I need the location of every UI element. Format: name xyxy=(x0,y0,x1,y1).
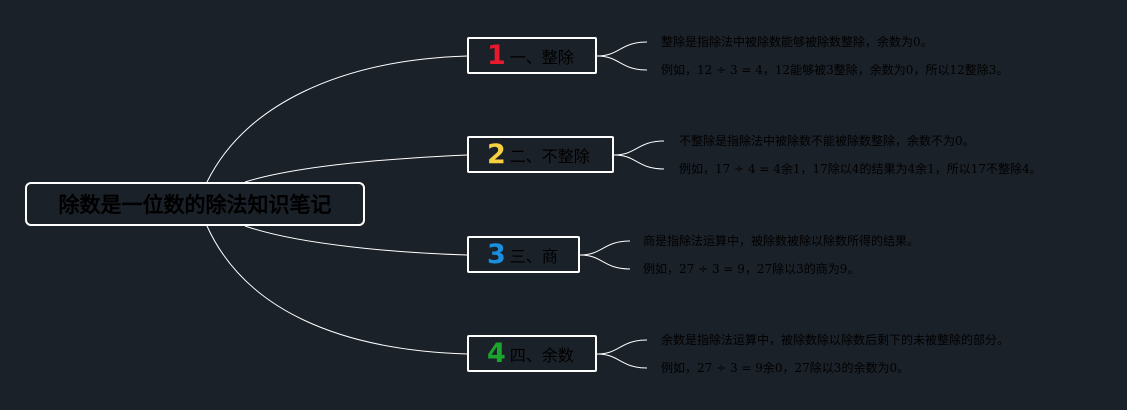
link-root-branch-3 xyxy=(244,225,468,256)
branch-topic-3[interactable]: 3 三、商 xyxy=(467,236,580,273)
detail-3-2[interactable]: 例如，27 ÷ 3 = 9，27除以3的商为9。 xyxy=(643,262,860,276)
detail-4-1[interactable]: 余数是指除法运算中，被除数除以除数后剩下的未被整除的部分。 xyxy=(661,333,1010,347)
root-topic-label: 除数是一位数的除法知识笔记 xyxy=(58,193,332,217)
branch-number-4: 4 xyxy=(487,338,506,369)
link-root-branch-2 xyxy=(244,154,468,183)
root-topic[interactable]: 除数是一位数的除法知识笔记 xyxy=(25,182,365,226)
link-root-branch-1 xyxy=(206,55,468,183)
detail-1-1[interactable]: 整除是指除法中被除数能够被除数整除，余数为0。 xyxy=(661,35,933,49)
link-branch-2-detail-1 xyxy=(613,140,665,156)
detail-3-1[interactable]: 商是指除法运算中，被除数被除以除数所得的结果。 xyxy=(643,234,920,248)
link-branch-1-detail-2 xyxy=(596,55,648,71)
branch-number-1: 1 xyxy=(487,40,506,71)
link-root-branch-4 xyxy=(206,225,468,355)
branch-label-4: 四、余数 xyxy=(509,345,574,365)
branch-number-3: 3 xyxy=(487,239,506,270)
detail-1-2[interactable]: 例如，12 ÷ 3 = 4，12能够被3整除，余数为0，所以12整除3。 xyxy=(661,63,1009,77)
branch-topic-4[interactable]: 4 四、余数 xyxy=(467,335,597,372)
link-branch-4-detail-2 xyxy=(596,353,648,369)
link-branch-3-detail-1 xyxy=(579,240,631,256)
branch-label-3: 三、商 xyxy=(509,246,558,266)
link-branch-4-detail-1 xyxy=(596,339,648,355)
branch-topic-1[interactable]: 1 一、整除 xyxy=(467,37,597,74)
branch-number-2: 2 xyxy=(487,139,506,170)
link-branch-1-detail-1 xyxy=(596,41,648,57)
detail-2-1[interactable]: 不整除是指除法中被除数不能被除数整除，余数不为0。 xyxy=(679,134,975,148)
branch-label-1: 一、整除 xyxy=(509,47,574,67)
branch-topic-2[interactable]: 2 二、不整除 xyxy=(467,136,614,173)
link-branch-3-detail-2 xyxy=(579,254,631,270)
detail-2-2[interactable]: 例如，17 ÷ 4 = 4余1，17除以4的结果为4余1，所以17不整除4。 xyxy=(679,162,1042,176)
detail-4-2[interactable]: 例如，27 ÷ 3 = 9余0，27除以3的余数为0。 xyxy=(661,361,910,375)
branch-label-2: 二、不整除 xyxy=(509,146,590,166)
link-branch-2-detail-2 xyxy=(613,154,665,170)
